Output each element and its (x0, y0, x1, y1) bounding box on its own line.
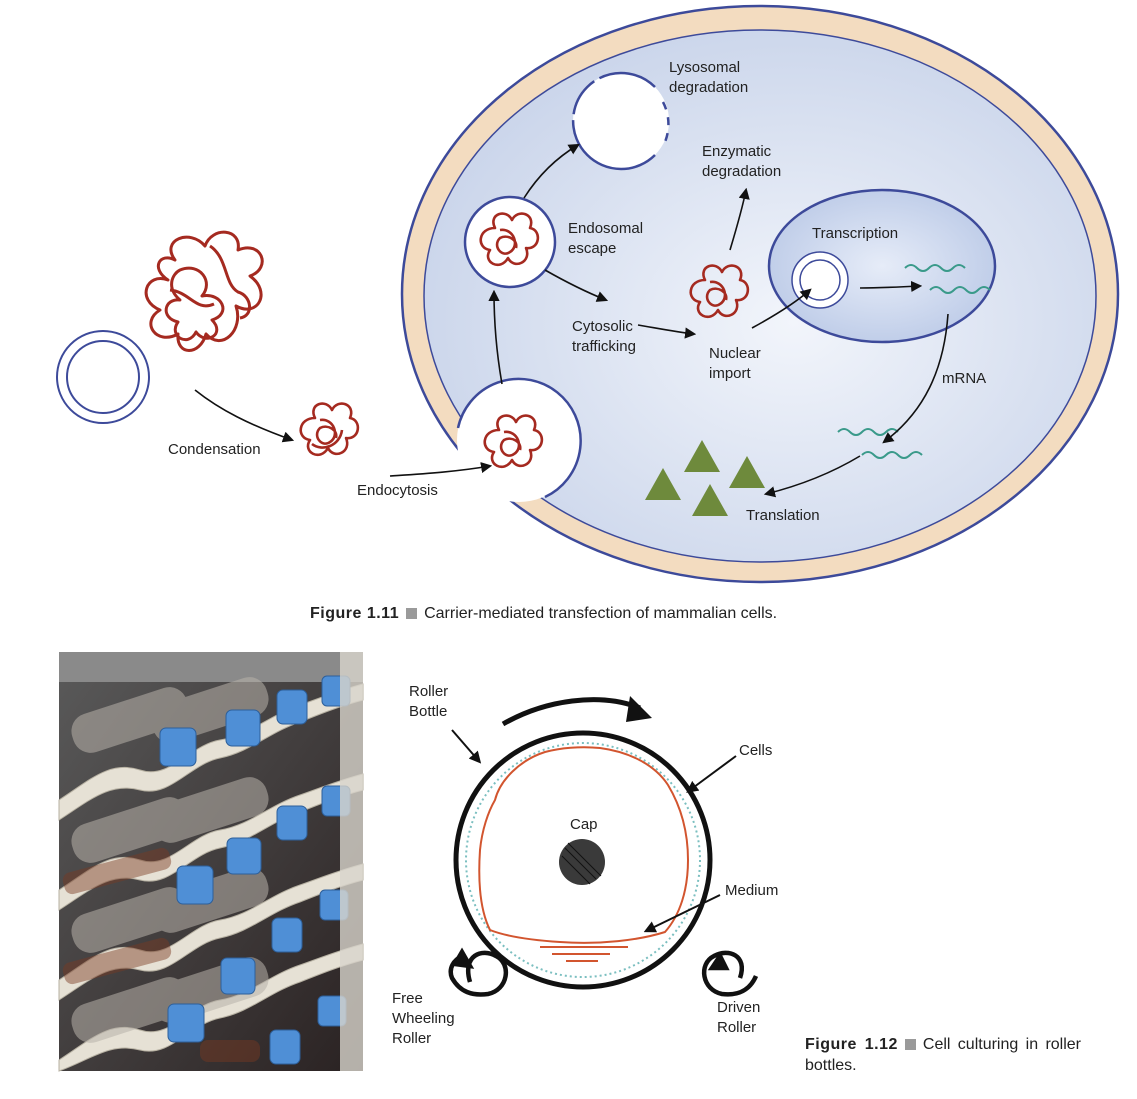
label-endosomal-escape: Endosomal escape (568, 220, 644, 257)
caption-text: Cell culturing in roller bottles. (805, 1036, 1081, 1074)
figure-1-11 (56, 4, 1120, 584)
caption-square-icon (904, 1039, 916, 1050)
label-cap: Cap (570, 816, 598, 833)
caption-figure-1-11: Figure 1.11 Carrier-mediated transfection… (310, 603, 777, 624)
lysosome (571, 71, 670, 171)
label-translation: Translation (746, 507, 820, 524)
free-wheeling-roller (448, 947, 509, 997)
liposome-carrier (56, 330, 150, 424)
caption-text: Carrier-mediated transfection of mammali… (424, 605, 778, 622)
pathway-arrows (194, 143, 949, 498)
label-endocytosis: Endocytosis (357, 482, 438, 499)
label-roller-bottle: Roller Bottle (409, 683, 449, 720)
nucleus (767, 188, 997, 344)
protein-products (645, 440, 765, 516)
label-medium: Medium (725, 882, 779, 899)
caption-number: Figure 1.11 (310, 605, 400, 622)
bottle-cap (559, 839, 605, 885)
label-condensation: Condensation (168, 441, 261, 458)
caption-number: Figure 1.12 (805, 1036, 898, 1053)
roller-bottle-photo (58, 652, 364, 1072)
label-transcription: Transcription (812, 225, 899, 242)
label-driven-roller: Driven Roller (717, 999, 761, 1036)
label-cells: Cells (739, 742, 773, 759)
label-nuclear-import: Nuclear import (709, 345, 761, 382)
medium-layer (478, 746, 690, 944)
plasmid-dna (144, 230, 264, 352)
endosome-complex (479, 212, 540, 267)
driven-roller (701, 950, 759, 997)
label-enzymatic-degradation: Enzymatic degradation (702, 143, 782, 180)
label-cytosolic-trafficking: Cytosolic trafficking (572, 318, 636, 355)
condensed-complex (299, 402, 360, 457)
mrna-strand-cytosolic (837, 428, 923, 459)
rotation-arrow (501, 697, 641, 727)
caption-square-icon (406, 608, 418, 619)
label-lysosomal-degradation: Lysosomal degradation (669, 59, 749, 96)
internalized-complex (483, 414, 544, 469)
label-free-wheeling-roller: Free Wheeling Roller (392, 990, 455, 1047)
label-mrna: mRNA (942, 370, 987, 387)
cell (400, 4, 1120, 584)
cytosolic-complex (689, 264, 750, 319)
mrna-strand-nuclear (904, 264, 991, 294)
cell-layer (465, 742, 701, 978)
roller-bottle-diagram (448, 696, 759, 997)
endosome (463, 195, 557, 289)
